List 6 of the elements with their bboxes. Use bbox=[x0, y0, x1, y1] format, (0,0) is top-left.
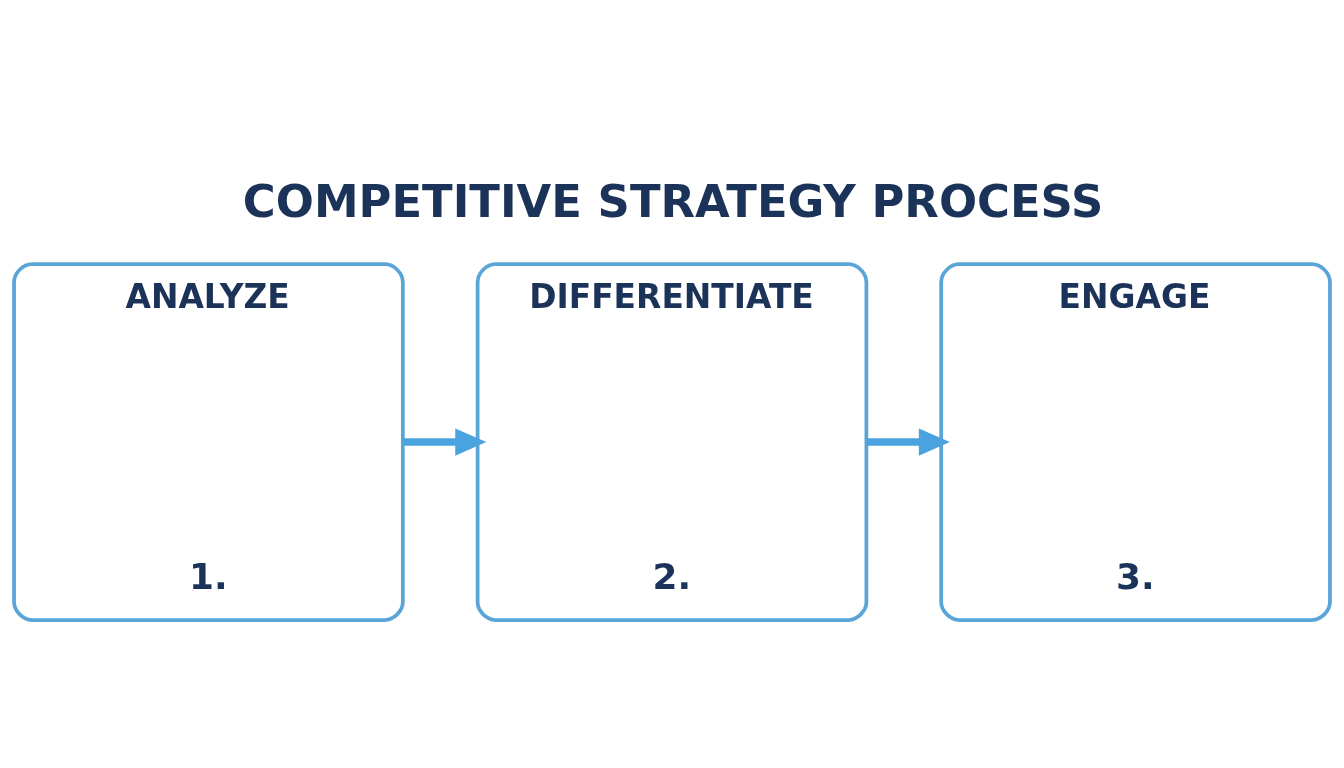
node-box: ANALYZE 1. bbox=[12, 261, 405, 622]
arrow bbox=[403, 428, 487, 456]
node-box: DIFFERENTIATE 2. bbox=[475, 261, 869, 622]
node-box: ENGAGE 3. bbox=[939, 261, 1332, 622]
arrow bbox=[866, 428, 950, 456]
diagram-title: COMPETITIVE STRATEGY PROCESS bbox=[242, 174, 1104, 228]
